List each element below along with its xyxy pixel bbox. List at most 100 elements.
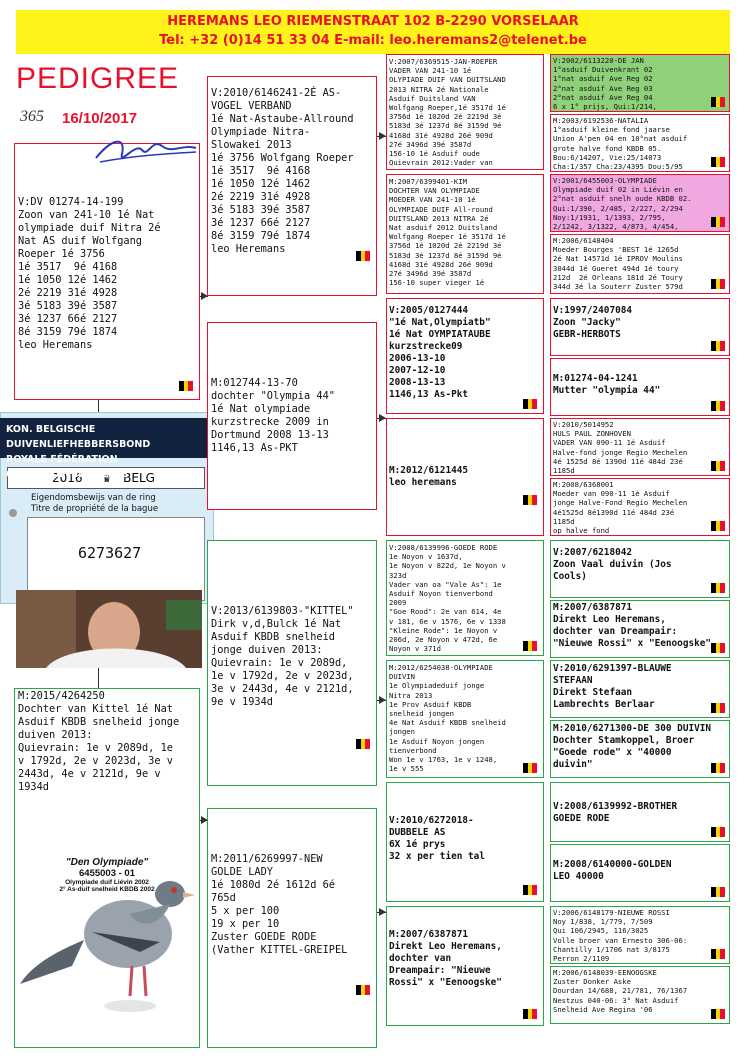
handwritten-number: 365	[20, 108, 44, 126]
breeder-photo	[16, 590, 202, 668]
pedigree-date: 16/10/2017	[62, 110, 137, 127]
gen4-box-4: M:2006/6148404 Moeder Bourges 'BEST 1é 1…	[550, 234, 730, 294]
arrow-icon	[379, 132, 386, 140]
gen4-box-13: V:2008/6139992-BROTHER GOEDE RODE	[550, 782, 730, 842]
belgian-flag-icon	[711, 279, 725, 289]
belgian-flag-icon	[523, 399, 537, 409]
gen4-box-5: V:1997/2407084 Zoon "Jacky" GEBR-HERBOTS	[550, 298, 730, 356]
gen4-box-2: M:2003/6192536-NATALIA 1°asduif kleine f…	[550, 114, 730, 172]
gen4-box-10: M:2007/6387871 Direkt Leo Heremans, doch…	[550, 600, 730, 658]
gen4-box-12: M:2010/6271300-DE 300 DUIVIN Dochter Sta…	[550, 720, 730, 778]
gen4-text-10: M:2007/6387871 Direkt Leo Heremans, doch…	[553, 602, 727, 650]
gen4-text-2: M:2003/6192536-NATALIA 1°asduif kleine f…	[553, 116, 727, 171]
mother-text: M:2015/4264250 Dochter van Kittel 1é Nat…	[18, 690, 196, 794]
belgian-flag-icon	[523, 885, 537, 895]
belgian-flag-icon	[711, 97, 725, 107]
gen3-box-6: M:2012/6254038-OLYMPIADE DUIVIN 1e Olymp…	[386, 660, 544, 778]
belgian-flag-icon	[711, 521, 725, 531]
pigeon-name: "Den Olympiade"	[22, 857, 192, 868]
gen4-text-16: M:2006/6148039-EENOOGSKE Zuster Donker A…	[553, 968, 727, 1014]
gen3-box-1: V:2007/6369515-JAN-ROEPER VADER VAN 241-…	[386, 54, 544, 170]
belgian-flag-icon	[711, 583, 725, 593]
ownership-nl: Eigendomsbewijs van de ring	[31, 493, 207, 504]
gen4-text-15: V:2006/6148179-NIEUWE ROSSI Noy 1/838, 1…	[553, 908, 727, 963]
gen4-text-12: M:2010/6271300-DE 300 DUIVIN Dochter Sta…	[553, 723, 727, 771]
connector-line	[98, 400, 99, 412]
arrow-icon	[379, 908, 386, 916]
belgian-flag-icon	[711, 887, 725, 897]
belgian-flag-icon	[179, 381, 193, 391]
gen4-box-7: V:2010/5014952 HULS PAUL ZONHOVEN VADER …	[550, 418, 730, 476]
gen3-box-2: M:2007/6399401-KIM DOCHTER VAN OLYMPIADE…	[386, 174, 544, 294]
belgian-flag-icon	[711, 341, 725, 351]
belgian-flag-icon	[523, 1009, 537, 1019]
header-address: HEREMANS LEO RIEMENSTRAAT 102 B-2290 VOR…	[16, 12, 730, 31]
belgian-flag-icon	[711, 827, 725, 837]
breeder-header: HEREMANS LEO RIEMENSTRAAT 102 B-2290 VOR…	[16, 10, 730, 54]
gen3-text-6: M:2012/6254038-OLYMPIADE DUIVIN 1e Olymp…	[389, 663, 541, 773]
ring-number-box: 6273627	[27, 517, 205, 601]
gen4-text-14: M:2008/6140000-GOLDEN LEO 40000	[553, 859, 727, 883]
belgian-flag-icon	[356, 251, 370, 261]
gen4-text-9: V:2007/6218042 Zoon Vaal duivin (Jos Coo…	[553, 547, 727, 583]
arrow-icon	[379, 414, 386, 422]
belgian-flag-icon	[711, 763, 725, 773]
gen3-text-3: V:2005/0127444 "1é Nat,Olympiatb" 1é Nat…	[389, 305, 541, 401]
gen3-text-2: M:2007/6399401-KIM DOCHTER VAN OLYMPIADE…	[389, 177, 541, 287]
gen4-text-7: V:2010/5014952 HULS PAUL ZONHOVEN VADER …	[553, 420, 727, 475]
gen4-text-5: V:1997/2407084 Zoon "Jacky" GEBR-HERBOTS	[553, 305, 727, 341]
ownership-fr: Titre de propriété de la bague	[31, 504, 207, 515]
mother-father-box: V:2013/6139803-"KITTEL" Dirk v,d,Bulck 1…	[207, 540, 377, 786]
gen4-box-16: M:2006/6148039-EENOOGSKE Zuster Donker A…	[550, 966, 730, 1024]
father-mother-text: M:012744-13-70 dochter "Olympia 44" 1é N…	[211, 377, 373, 455]
gen3-box-5: V:2008/6139996-GOEDE RODE 1e Noyon v 163…	[386, 540, 544, 656]
header-contact: Tel: +32 (0)14 51 33 04 E-mail: leo.here…	[16, 31, 730, 50]
gen4-box-9: V:2007/6218042 Zoon Vaal duivin (Jos Coo…	[550, 540, 730, 598]
belgian-flag-icon	[523, 641, 537, 651]
belgian-flag-icon	[523, 495, 537, 505]
gen4-text-11: V:2010/6291397-BLAUWE STEFAAN Direkt Ste…	[553, 663, 727, 711]
pigeon-photo	[20, 868, 195, 1018]
belgian-flag-icon	[711, 217, 725, 227]
federation-banner: KON. BELGISCHE DUIVENLIEFHEBBERSBOND ROY…	[0, 418, 210, 458]
belgian-flag-icon	[711, 1009, 725, 1019]
gen4-text-4: M:2006/6148404 Moeder Bourges 'BEST 1é 1…	[553, 236, 727, 291]
gen3-box-7: V:2010/6272018- DUBBELE AS 6X 1é prys 32…	[386, 782, 544, 902]
belgian-flag-icon	[711, 703, 725, 713]
mother-mother-box: M:2011/6269997-NEW GOLDE LADY 1é 1080d 2…	[207, 808, 377, 1048]
gen4-text-1: V:2002/6113220-DE JAN 1°asduif Duivenkra…	[553, 56, 727, 111]
gen4-box-3: V:2001/6455003-OLYMPIADE Olympiade duif …	[550, 174, 730, 232]
gen3-text-5: V:2008/6139996-GOEDE RODE 1e Noyon v 163…	[389, 543, 541, 653]
gen4-box-14: M:2008/6140000-GOLDEN LEO 40000	[550, 844, 730, 902]
subject-pigeon-box: V:DV 01274-14-199 Zoon van 241-10 1é Nat…	[14, 143, 200, 400]
gen4-text-13: V:2008/6139992-BROTHER GOEDE RODE	[553, 801, 727, 825]
father-box: V:2010/6146241-2É AS- VOGEL VERBAND 1é N…	[207, 76, 377, 296]
gen4-text-8: M:2008/6368001 Moeder van 090-11 1é Asdu…	[553, 480, 727, 535]
gen3-box-3: V:2005/0127444 "1é Nat,Olympiatb" 1é Nat…	[386, 298, 544, 414]
belgian-flag-icon	[711, 643, 725, 653]
gen4-box-15: V:2006/6148179-NIEUWE ROSSI Noy 1/838, 1…	[550, 906, 730, 964]
belgian-flag-icon	[711, 401, 725, 411]
belgian-flag-icon	[711, 157, 725, 167]
father-text: V:2010/6146241-2É AS- VOGEL VERBAND 1é N…	[211, 87, 373, 256]
belgian-flag-icon	[356, 985, 370, 995]
gen4-box-6: M:01274-04-1241 Mutter "olympia 44"	[550, 358, 730, 416]
gen4-box-11: V:2010/6291397-BLAUWE STEFAAN Direkt Ste…	[550, 660, 730, 718]
punch-hole-icon	[9, 509, 17, 517]
gen3-text-4: M:2012/6121445 leo heremans	[389, 465, 541, 489]
gen4-box-8: M:2008/6368001 Moeder van 090-11 1é Asdu…	[550, 478, 730, 536]
gen3-text-1: V:2007/6369515-JAN-ROEPER VADER VAN 241-…	[389, 57, 541, 167]
father-mother-box: M:012744-13-70 dochter "Olympia 44" 1é N…	[207, 322, 377, 510]
page-title: PEDIGREE	[16, 62, 179, 96]
arrow-icon	[379, 696, 386, 704]
signature	[92, 132, 202, 172]
subject-pedigree-text: V:DV 01274-14-199 Zoon van 241-10 1é Nat…	[18, 196, 196, 352]
belgian-flag-icon	[356, 739, 370, 749]
ring-number: 6273627	[78, 544, 141, 562]
gen3-text-7: V:2010/6272018- DUBBELE AS 6X 1é prys 32…	[389, 815, 541, 863]
belgian-flag-icon	[711, 949, 725, 959]
ring-ownership-text: Eigendomsbewijs van de ring Titre de pro…	[31, 493, 207, 515]
gen4-text-3: V:2001/6455003-OLYMPIADE Olympiade duif …	[553, 176, 727, 231]
belgian-flag-icon	[711, 461, 725, 471]
gen4-box-1: V:2002/6113220-DE JAN 1°asduif Duivenkra…	[550, 54, 730, 112]
